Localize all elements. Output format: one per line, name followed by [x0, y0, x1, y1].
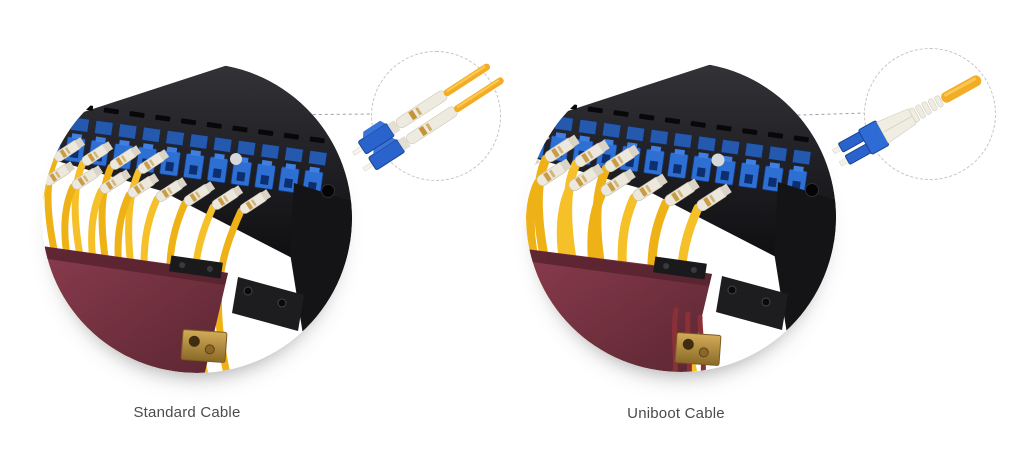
empty-port-dot [230, 153, 242, 165]
uniboot-cable-label: Uniboot Cable [627, 405, 725, 422]
uniboot-cable-callout-circle [864, 48, 996, 180]
brass-lug [180, 329, 228, 363]
mounting-bracket [290, 183, 352, 363]
standard-cable-photo-art [42, 63, 352, 373]
brass-lug [674, 332, 722, 366]
bracket-hole [805, 183, 819, 197]
uniboot-cable-photo-art [526, 62, 836, 372]
empty-port-dot [711, 153, 725, 167]
bracket-hole [321, 184, 335, 198]
adapter-row [42, 100, 328, 197]
uniboot-cable-photo [526, 62, 836, 372]
standard-cable-callout-circle [371, 51, 501, 181]
mounting-bracket [774, 182, 836, 362]
standard-cable-label: Standard Cable [133, 404, 241, 421]
standard-cable-photo [42, 63, 352, 373]
